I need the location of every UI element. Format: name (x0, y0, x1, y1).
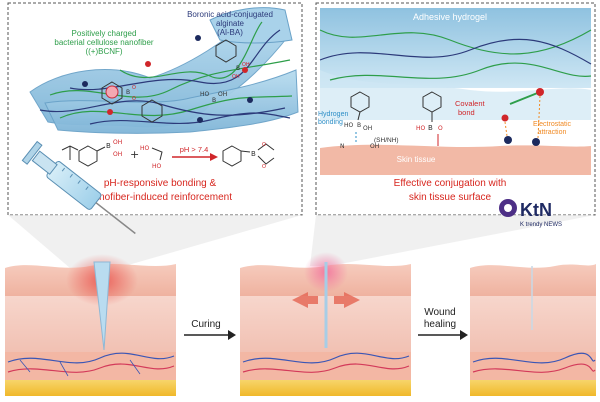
svg-text:B: B (428, 124, 433, 132)
charge-markers (82, 35, 253, 123)
svg-text:HO: HO (152, 163, 162, 170)
label-boronic: Boronic acid-conjugated (187, 10, 273, 19)
bond-chemistry: HO B OH OH N B O HO (340, 88, 544, 150)
svg-text:OH: OH (113, 151, 122, 158)
svg-text:O: O (262, 164, 266, 170)
syringe (21, 140, 136, 235)
reaction-scheme: B OH OH + HO HO B O O (61, 139, 275, 170)
skin-tissue-surface (320, 144, 591, 175)
svg-text:B: B (251, 150, 256, 158)
negative-charge-marker (197, 117, 203, 123)
adhesive-hydrogel-label: Adhesive hydrogel (413, 12, 487, 22)
hydrogel-fibers-right (319, 29, 592, 81)
label-bcnf-line3: ((+)BCNF) (85, 47, 122, 56)
wound-healing-arrow[interactable] (418, 330, 468, 340)
right-caption-line1: Effective conjugation with (394, 178, 507, 189)
positive-charge-marker (145, 61, 151, 67)
svg-text:HO: HO (416, 125, 426, 132)
electrostatic-label-line2: attraction (538, 129, 567, 136)
skin-block-cured (240, 252, 411, 396)
skin-tissue-label: Skin tissue (397, 155, 436, 164)
svg-text:B: B (126, 89, 130, 96)
label-alba: (Al-BA) (217, 28, 243, 37)
electrostatic-label-line1: Electrostatic (533, 121, 572, 128)
left-panel: B O O B OH OH HO B OH Boronic acid-conju… (7, 2, 303, 216)
positive-charge-marker (242, 67, 248, 73)
svg-text:OH: OH (363, 125, 372, 132)
svg-text:OH: OH (232, 74, 240, 80)
svg-text:HO: HO (140, 145, 150, 152)
svg-text:O: O (132, 85, 136, 91)
svg-text:OH: OH (370, 143, 379, 150)
svg-text:O: O (262, 142, 266, 148)
svg-text:B: B (357, 122, 361, 129)
boronate-ester-cluster: B O O B OH OH HO B OH (101, 39, 250, 123)
left-caption-line2: nanofiber-induced reinforcement (88, 192, 232, 203)
positive-charge-marker (107, 109, 113, 115)
svg-text:+: + (130, 148, 139, 161)
sh-nh-label: (SH/NH) (374, 137, 399, 144)
svg-text:OH: OH (218, 91, 227, 98)
right-panel: Adhesive hydrogel Skin tissue HO B OH OH… (315, 2, 596, 216)
svg-text:OH: OH (113, 139, 122, 146)
ktn-watermark-logo: KtN K trendy NEWS (499, 199, 562, 228)
hydrogen-label-line1: Hydrogen (318, 111, 348, 118)
svg-text:OH: OH (242, 62, 250, 68)
injected-hydrogel (93, 261, 111, 351)
svg-text:B: B (212, 97, 216, 104)
svg-text:O: O (438, 125, 443, 132)
svg-text:N: N (340, 143, 345, 150)
covalent-label-line2: bond (458, 108, 475, 117)
wound-label-line1: Wound (424, 307, 456, 318)
negative-charge-marker (195, 35, 201, 41)
syringe-needle (95, 202, 136, 235)
curing-label: Curing (191, 319, 220, 330)
ktn-logo-subtext: K trendy NEWS (520, 222, 562, 228)
reaction-ph-condition: pH > 7.4 (180, 145, 209, 154)
compress-arrow-right (334, 292, 360, 308)
skin-block-injection (5, 254, 176, 396)
svg-text:O: O (132, 96, 136, 102)
svg-text:HO: HO (200, 91, 210, 98)
right-caption-line2: skin tissue surface (409, 192, 492, 203)
svg-text:B: B (106, 142, 111, 150)
wound-label-line2: healing (424, 319, 456, 330)
label-alginate: alginate (216, 19, 245, 28)
negative-charge-marker (82, 81, 88, 87)
label-bcnf-line1: Positively charged (72, 29, 137, 38)
hydrogen-label-line2: bonding (318, 119, 343, 126)
zoom-connectors (8, 215, 595, 268)
left-caption-line1: pH-responsive bonding & (104, 178, 217, 189)
negative-charge-marker (247, 97, 253, 103)
ktn-logo-text: KtN (520, 200, 552, 220)
label-bcnf-line2: bacterial cellulose nanofiber (54, 38, 154, 47)
compress-arrow-left (292, 292, 318, 308)
svg-text:HO: HO (344, 122, 354, 129)
skin-block-healed (470, 264, 596, 396)
curing-arrow[interactable] (184, 330, 236, 340)
adhesive-hydrogel-layer (320, 8, 591, 88)
covalent-label-line1: Covalent (455, 99, 486, 108)
svg-text:B: B (236, 65, 240, 72)
